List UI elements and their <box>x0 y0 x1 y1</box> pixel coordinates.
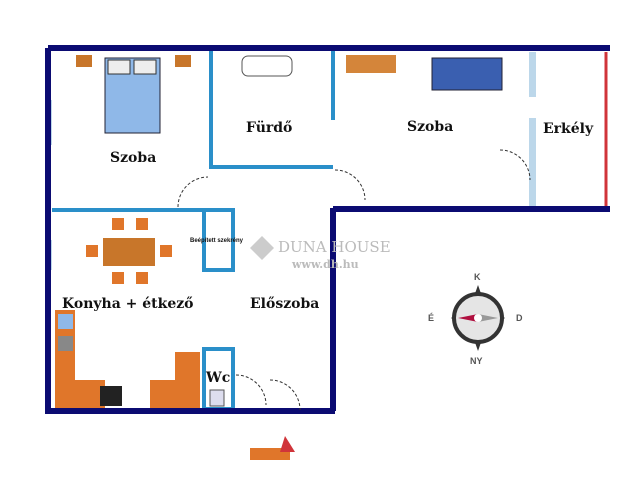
room-label-balcony: Erkély <box>543 121 594 137</box>
pillow <box>107 59 131 75</box>
kitchen-counter <box>55 310 105 408</box>
stove <box>100 386 122 406</box>
dining-table <box>103 238 155 266</box>
watermark-logo <box>250 236 274 260</box>
bathtub <box>241 55 293 77</box>
room-label-bedroom: Szoba <box>110 150 157 166</box>
room-label-wc: Wc <box>206 370 231 386</box>
room-label-living-room: Szoba <box>407 119 454 135</box>
nightstand <box>76 55 92 67</box>
room-label-hallway: Előszoba <box>250 296 320 312</box>
kitchen-counter <box>150 380 200 408</box>
fridge <box>58 314 73 329</box>
toilet <box>209 389 225 407</box>
doors <box>177 149 531 411</box>
entrance-arrow-icon <box>280 436 295 452</box>
compass-west-label: É <box>428 313 435 323</box>
compass-north-label: K <box>474 272 481 282</box>
room-label-bathroom: Fürdő <box>246 120 293 136</box>
compass-icon <box>451 285 505 351</box>
sofa <box>431 57 503 91</box>
room-label-wardrobe: Beépített szekrény <box>190 238 244 244</box>
nightstand <box>175 55 191 67</box>
compass-south-label: NY <box>470 356 483 366</box>
sink <box>58 336 73 351</box>
desk <box>346 55 396 73</box>
room-label-kitchen: Konyha + étkező <box>62 296 194 312</box>
watermark-url: www.dh.hu <box>292 258 359 271</box>
outer-walls <box>45 45 610 414</box>
compass-east-label: D <box>516 313 523 323</box>
pillow <box>133 59 157 75</box>
cabinet <box>175 352 200 382</box>
chairs <box>86 218 172 284</box>
watermark-brand: DUNA HOUSE <box>278 238 391 256</box>
entrance-mat <box>250 448 290 460</box>
